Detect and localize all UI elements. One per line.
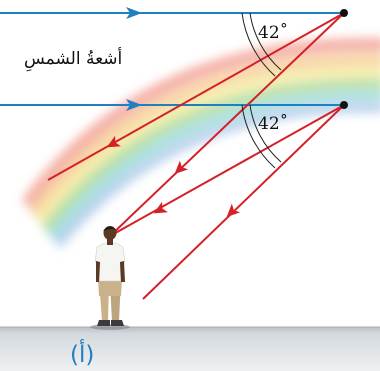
ground	[0, 327, 380, 371]
rainbow-band	[30, 45, 380, 242]
angle-label-top: 42˚	[258, 23, 288, 43]
angle-label-bottom: 42˚	[258, 114, 288, 134]
observer-person	[90, 226, 130, 330]
panel-label: (أ)	[70, 339, 94, 368]
sun-rays-label: أشعةُ الشمسِ	[24, 47, 122, 72]
raindrop-top	[340, 9, 348, 17]
raindrop-bottom	[340, 101, 348, 109]
